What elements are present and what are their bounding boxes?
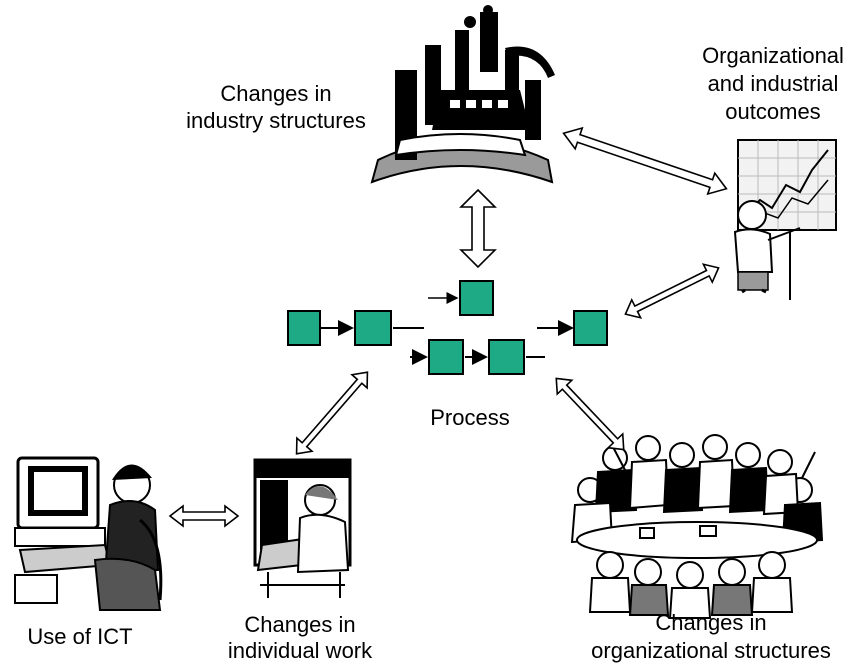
double-arrow-outcomes-process bbox=[624, 263, 720, 319]
process-step-box bbox=[287, 310, 321, 346]
presenter-chart-illustration-icon bbox=[733, 139, 837, 300]
meeting-crowd-illustration-icon bbox=[570, 434, 824, 619]
label-process: Process bbox=[430, 405, 510, 430]
label-individual-work: Changes in individual work bbox=[227, 612, 373, 663]
office-worker-illustration-icon bbox=[253, 458, 352, 598]
computer-user-illustration-icon bbox=[14, 456, 163, 611]
process-step-box bbox=[488, 339, 525, 375]
double-arrow-ict-individual bbox=[168, 504, 240, 528]
double-arrow-process-individual bbox=[295, 371, 369, 455]
double-arrow-industry-process bbox=[459, 188, 497, 269]
double-arrow-industry-outcomes bbox=[562, 126, 728, 196]
factory-illustration-icon bbox=[370, 5, 555, 184]
label-use-of-ict: Use of ICT bbox=[27, 624, 133, 649]
process-step-box bbox=[354, 310, 392, 346]
process-flow bbox=[287, 280, 608, 375]
process-step-box bbox=[573, 310, 608, 346]
label-organizational-structures: Changes in organizational structures bbox=[591, 610, 831, 663]
process-step-box bbox=[459, 280, 494, 316]
label-outcomes: Organizational and industrial outcomes bbox=[702, 43, 844, 124]
double-arrow-process-organizational bbox=[555, 377, 625, 451]
label-industry-structures: Changes in industry structures bbox=[186, 81, 366, 133]
process-step-box bbox=[428, 339, 464, 375]
